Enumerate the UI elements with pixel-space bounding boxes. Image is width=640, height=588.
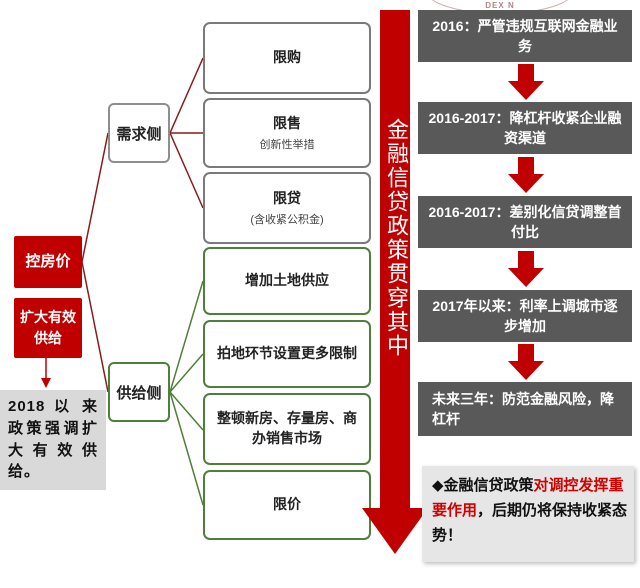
supply-option-title: 整顿新房、存量房、商办销售市场 xyxy=(217,410,357,446)
timeline-step-text: 未来三年：防范金融风险，降杠杆 xyxy=(432,390,614,427)
big-arrow-label: 金融信贷政策贯穿其中 xyxy=(383,118,408,358)
big-down-arrow xyxy=(362,10,428,554)
line-supply-3 xyxy=(169,391,204,431)
demand-option-purchase-limit: 限购 xyxy=(203,22,371,94)
timeline-step-5: 未来三年：防范金融风险，降杠杆 xyxy=(418,382,632,436)
line-supply-4 xyxy=(169,391,204,506)
demand-option-loan-limit: 限贷 (含收紧公积金) xyxy=(203,172,371,244)
expand-supply-box: 扩大有效供给 xyxy=(14,298,82,358)
demand-option-sale-limit: 限售 创新性举措 xyxy=(203,98,371,168)
timeline-step-1: 2016：严管违规互联网金融业务 xyxy=(418,10,632,62)
supply-option-price-limit: 限价 xyxy=(203,470,371,540)
demand-option-subtitle: 创新性举措 xyxy=(259,139,315,152)
supply-option-land: 增加土地供应 xyxy=(203,247,371,315)
demand-option-title: 限售 xyxy=(273,114,301,131)
step-arrow-1 xyxy=(508,64,544,100)
note-suffix: ，后期仍将保持收紧态势！ xyxy=(432,501,628,544)
note-prefix: ◆金融信贷政策 xyxy=(432,477,534,494)
timeline-step-3: 2016-2017：差别化信贷调整首付比 xyxy=(418,196,632,248)
note-highlight: 对调控发挥重要作用 xyxy=(432,477,624,519)
timeline-step-text: 2016：严管违规互联网金融业务 xyxy=(432,17,618,54)
supply-side-label: 供给侧 xyxy=(116,384,162,402)
supply-option-title: 增加土地供应 xyxy=(245,272,329,289)
line-price-to-supply xyxy=(81,261,109,393)
line-price-to-demand xyxy=(81,132,109,263)
supply-option-title: 拍地环节设置更多限制 xyxy=(217,345,357,362)
timeline-step-4: 2017年以来：利率上调城市逐步增加 xyxy=(418,290,632,342)
demand-side-box: 需求侧 xyxy=(108,103,170,163)
conclusion-note: ◆金融信贷政策对调控发挥重要作用，后期仍将保持收紧态势！ xyxy=(422,466,634,562)
control-price-label: 控房价 xyxy=(25,252,71,270)
supply-side-box: 供给侧 xyxy=(108,362,170,422)
step-arrow-3 xyxy=(508,251,544,287)
demand-option-subtitle: (含收紧公积金) xyxy=(250,214,324,227)
supply-option-auction: 拍地环节设置更多限制 xyxy=(203,320,371,388)
big-arrow-shape xyxy=(362,10,428,554)
supply-option-title: 限价 xyxy=(273,496,301,513)
control-price-box: 控房价 xyxy=(14,236,82,288)
demand-side-label: 需求侧 xyxy=(116,125,162,143)
summary-box: 2018 以 来政策强调扩大有效供给。 xyxy=(0,390,106,490)
logo-text: DEX N xyxy=(485,1,515,10)
supply-option-market: 整顿新房、存量房、商办销售市场 xyxy=(203,393,371,465)
timeline-step-2: 2016-2017：降杠杆收紧企业融资渠道 xyxy=(418,102,632,154)
timeline-step-text: 2016-2017：降杠杆收紧企业融资渠道 xyxy=(428,109,622,146)
line-supply-2 xyxy=(169,353,204,393)
arrowhead-expand-down xyxy=(41,378,51,388)
line-supply-1 xyxy=(169,280,204,393)
step-arrow-4 xyxy=(508,344,544,380)
summary-text: 2018 以 来政策强调扩大有效供给。 xyxy=(8,398,98,481)
line-demand-1 xyxy=(169,57,204,134)
timeline-step-text: 2016-2017：差别化信贷调整首付比 xyxy=(428,203,622,240)
demand-option-title: 限贷 xyxy=(273,189,301,206)
line-demand-3 xyxy=(169,132,204,209)
expand-supply-label: 扩大有效供给 xyxy=(20,309,76,346)
step-arrow-2 xyxy=(508,157,544,193)
timeline-step-text: 2017年以来：利率上调城市逐步增加 xyxy=(432,297,618,334)
demand-option-title: 限购 xyxy=(273,49,301,66)
